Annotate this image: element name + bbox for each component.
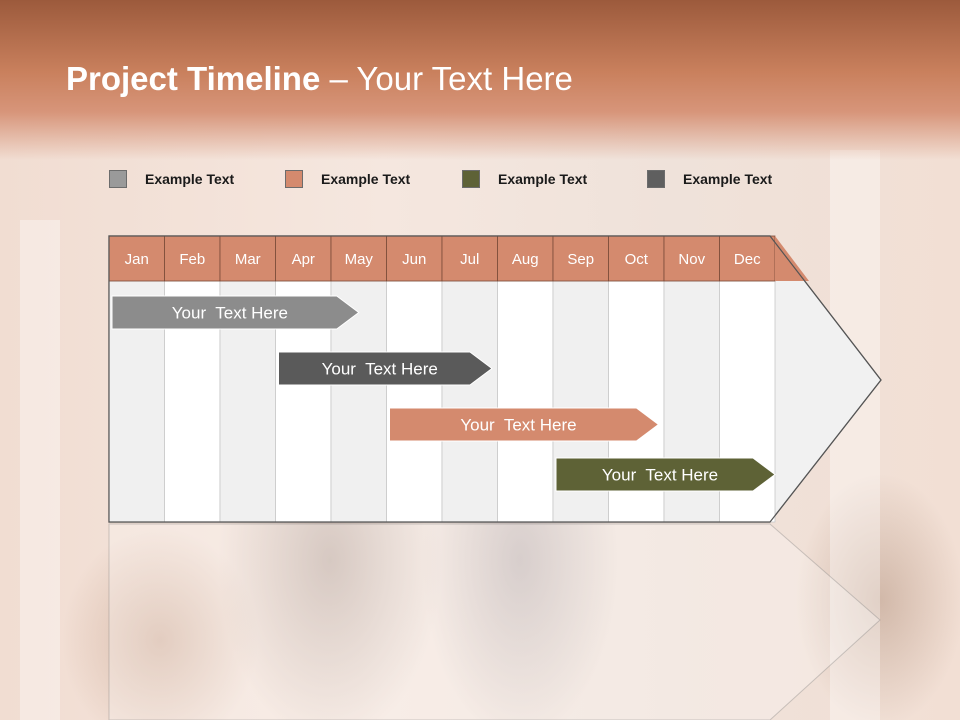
legend-label: Example Text [498, 171, 588, 187]
page-title: Project Timeline – Your Text Here [66, 60, 573, 98]
month-label: Aug [512, 251, 539, 268]
month-header-cell [719, 235, 776, 282]
legend-swatch [109, 170, 127, 188]
month-label: May [345, 251, 374, 268]
title-banner [0, 0, 960, 160]
task-label: Your Text Here [460, 416, 576, 435]
title-rest: – Your Text Here [320, 60, 573, 97]
month-label: Oct [625, 251, 649, 268]
legend-label: Example Text [321, 171, 411, 187]
legend-item-3: Example Text [462, 170, 587, 188]
month-label: Sep [567, 251, 594, 268]
legend-label: Example Text [145, 171, 235, 187]
legend-swatch [285, 170, 303, 188]
legend-item-1: Example Text [109, 170, 234, 188]
month-label: Nov [678, 251, 705, 268]
month-label: Jan [125, 251, 149, 268]
month-header-cell [552, 235, 609, 282]
month-label: Mar [235, 251, 261, 268]
month-label: Jun [402, 251, 426, 268]
month-label: Dec [734, 251, 761, 268]
task-bar [111, 295, 360, 330]
task-bar [278, 351, 493, 386]
month-label: Apr [292, 251, 315, 268]
month-column [386, 280, 443, 523]
legend-item-4: Example Text [647, 170, 772, 188]
timeline-arrow-outline [108, 235, 882, 523]
chart-reflection [108, 523, 881, 720]
month-column [441, 280, 498, 523]
task-label: Your Text Here [602, 466, 718, 485]
month-header-cell [219, 235, 276, 282]
task-label: Your Text Here [322, 360, 438, 379]
month-header-cell [164, 235, 221, 282]
month-header-cell [663, 235, 720, 282]
legend-swatch [462, 170, 480, 188]
month-header-cell [497, 235, 554, 282]
header-wedge [775, 236, 809, 281]
month-label: Feb [179, 251, 205, 268]
house-column-left [20, 220, 60, 720]
month-header-cell [108, 235, 165, 282]
legend-swatch [647, 170, 665, 188]
month-header-cell [608, 235, 665, 282]
task-bar [389, 407, 660, 442]
task-bar [555, 457, 776, 492]
title-bold: Project Timeline [66, 60, 321, 97]
task-label: Your Text Here [172, 304, 288, 323]
legend-item-2: Example Text [285, 170, 410, 188]
month-header-cell [330, 235, 387, 282]
month-column [497, 280, 554, 523]
month-label: Jul [460, 251, 479, 268]
month-header-cell [441, 235, 498, 282]
legend-label: Example Text [683, 171, 773, 187]
month-header-cell [386, 235, 443, 282]
